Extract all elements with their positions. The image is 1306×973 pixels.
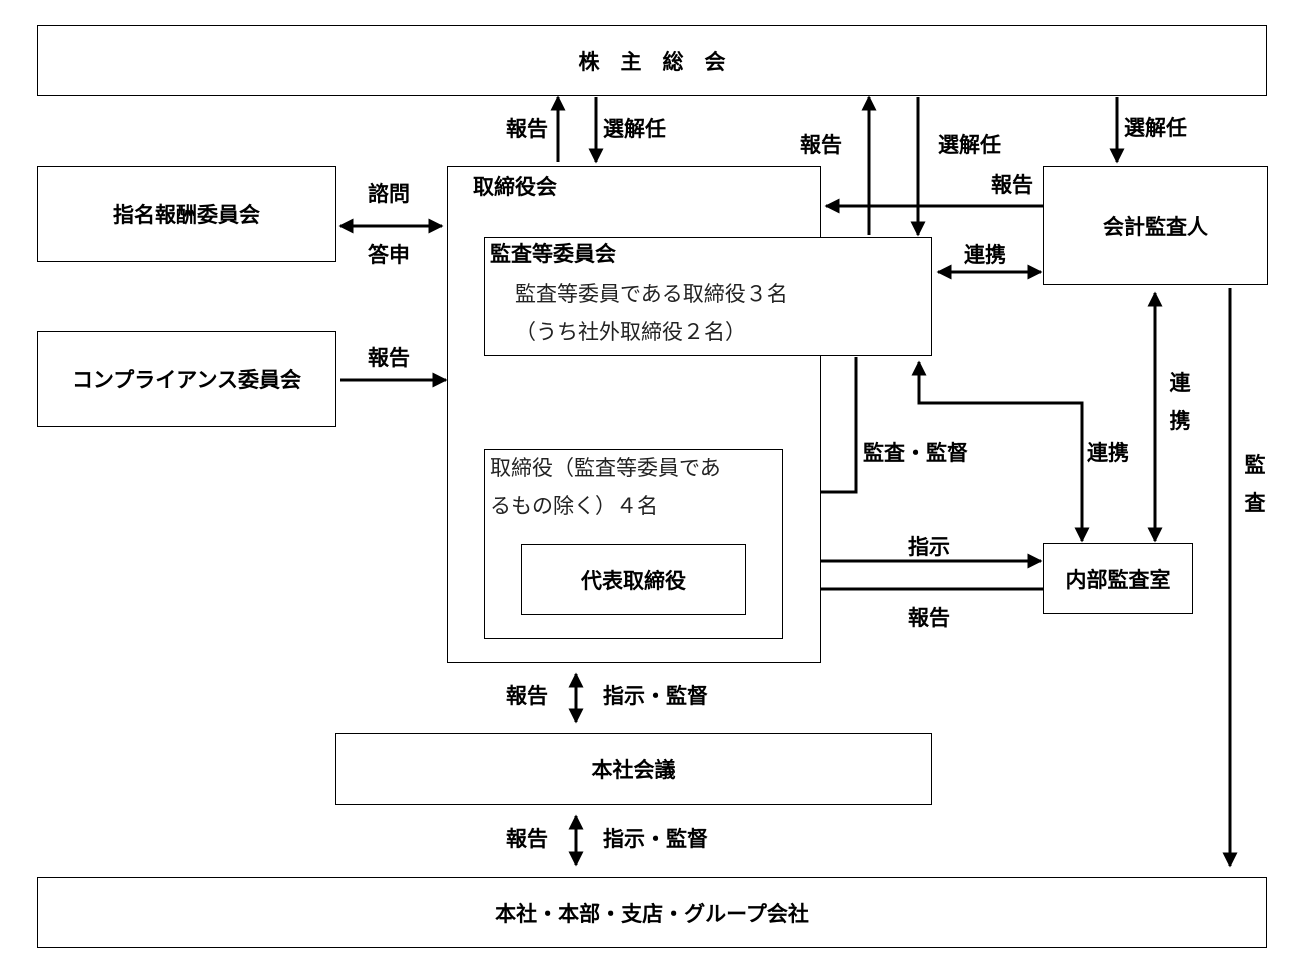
label-cooperation-internal: 連携	[1087, 441, 1129, 465]
nomination-committee-label: 指名報酬委員会	[113, 203, 260, 227]
label-audit-supervision: 監査・監督	[863, 441, 968, 465]
audit-committee-box	[484, 237, 932, 356]
label-report-accountant: 報告	[991, 173, 1033, 197]
shareholders-label: 株 主 総 会	[578, 49, 726, 74]
label-report-compliance: 報告	[368, 346, 410, 370]
nomination-committee-box: 指名報酬委員会	[37, 166, 336, 262]
audit-committee-label: 監査等委員会	[490, 242, 616, 266]
label-answer: 答申	[368, 243, 410, 267]
compliance-committee-label: コンプライアンス委員会	[71, 368, 302, 392]
accounting-auditor-label: 会計監査人	[1103, 214, 1208, 239]
shareholders-box: 株 主 総 会	[37, 25, 1267, 96]
accounting-auditor-box: 会計監査人	[1043, 166, 1268, 285]
head-office-meeting-box: 本社会議	[335, 733, 932, 805]
directors-line1: 取締役（監査等委員であ	[490, 456, 721, 480]
internal-audit-box: 内部監査室	[1043, 543, 1193, 614]
directors-line2: るもの除く）４名	[490, 494, 658, 518]
group-box: 本社・本部・支店・グループ会社	[37, 877, 1267, 948]
label-report-internal: 報告	[908, 606, 950, 630]
label-report-board-up: 報告	[506, 117, 548, 141]
label-inquiry: 諮問	[368, 182, 410, 206]
head-office-meeting-label: 本社会議	[591, 758, 676, 782]
compliance-committee-box: コンプライアンス委員会	[37, 331, 336, 427]
label-instruction: 指示	[908, 535, 950, 559]
label-instruction-meeting: 指示・監督	[603, 684, 708, 708]
label-elect-board: 選解任	[603, 117, 666, 141]
label-instruction-group: 指示・監督	[603, 827, 708, 851]
label-report-group: 報告	[506, 827, 548, 851]
label-audit-vertical-text: 監査	[1244, 453, 1266, 515]
audit-committee-outside: （うち社外取締役２名）	[515, 320, 746, 344]
arrow-audit-internal-cooperation	[911, 360, 1090, 543]
label-cooperation-audit-accountant: 連携	[964, 243, 1006, 267]
label-cooperation-vertical-text: 連携	[1169, 371, 1191, 433]
label-report-meeting: 報告	[506, 684, 548, 708]
label-cooperation-vertical: 連携	[1168, 364, 1192, 440]
label-audit-vertical: 監査	[1243, 446, 1267, 522]
audit-committee-members: 監査等委員である取締役３名	[515, 282, 788, 306]
internal-audit-label: 内部監査室	[1065, 567, 1171, 592]
group-label: 本社・本部・支店・グループ会社	[495, 901, 809, 926]
representative-box: 代表取締役	[521, 544, 746, 615]
representative-label: 代表取締役	[581, 568, 686, 593]
label-report-audit-up: 報告	[800, 133, 842, 157]
board-label: 取締役会	[473, 175, 557, 199]
label-elect-audit: 選解任	[938, 133, 1001, 157]
label-elect-accountant: 選解任	[1124, 116, 1187, 140]
